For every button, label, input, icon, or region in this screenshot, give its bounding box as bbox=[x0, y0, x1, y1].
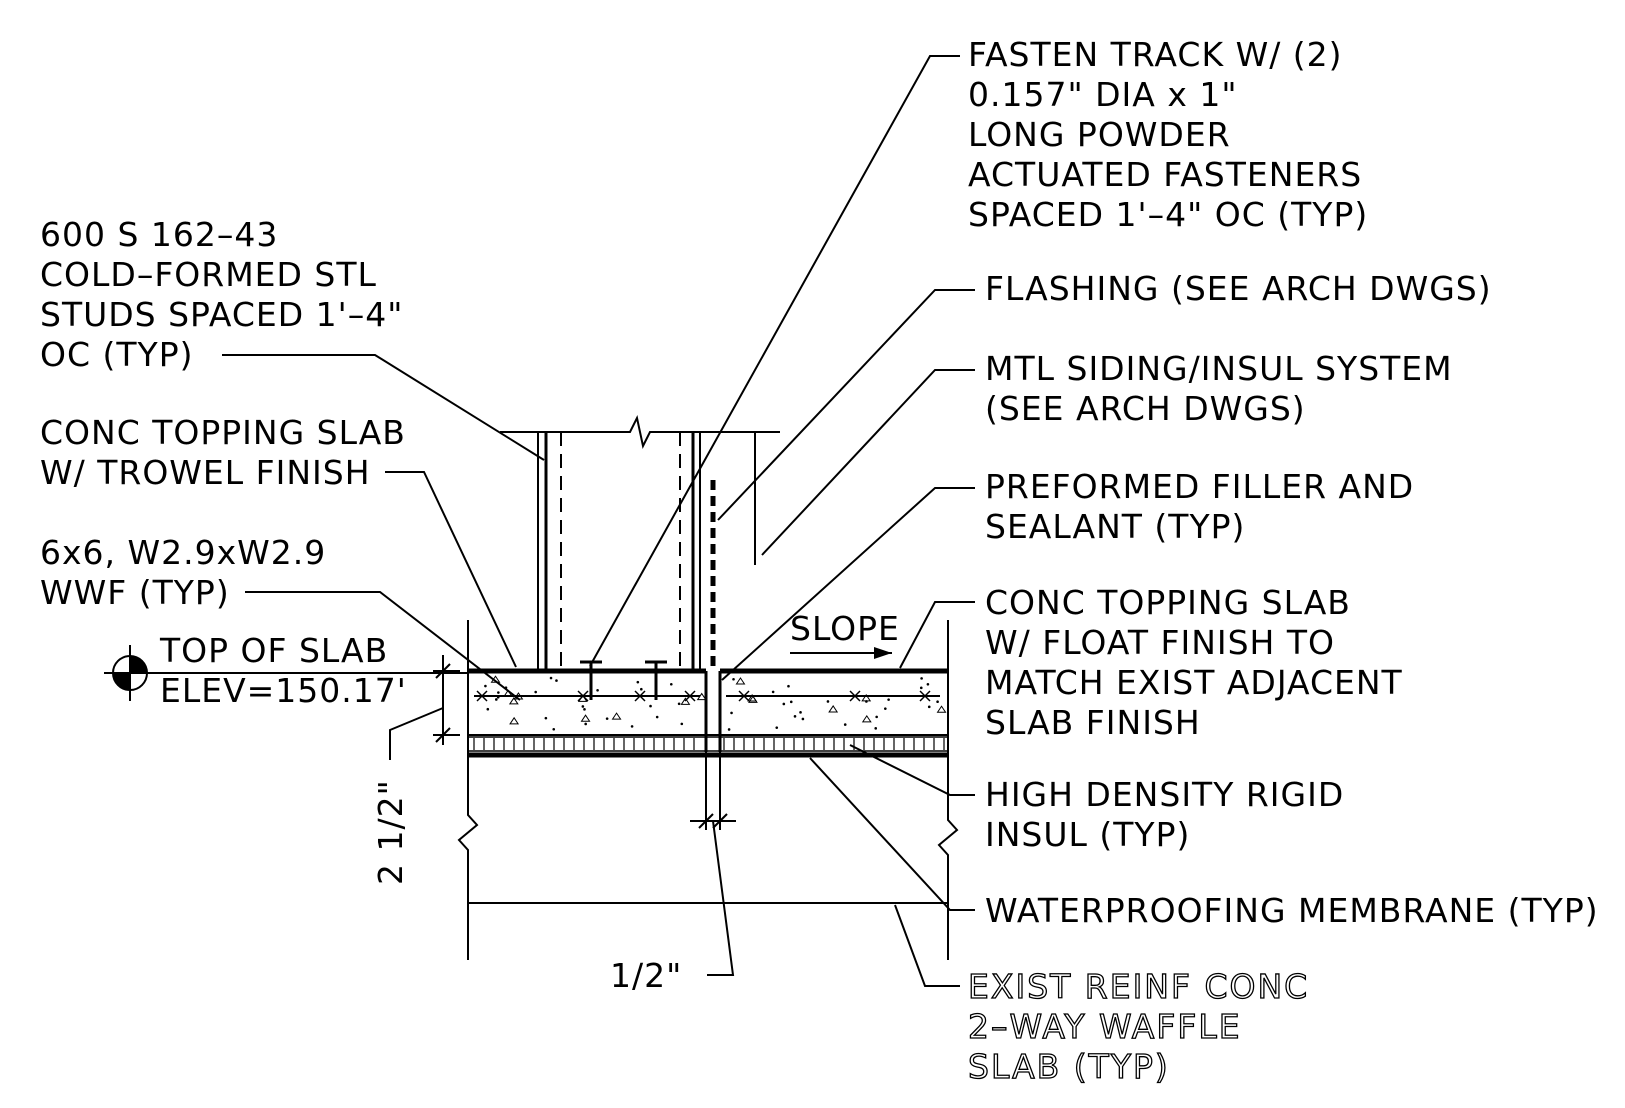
slope-label: SLOPE bbox=[790, 609, 900, 648]
concrete-stipple bbox=[484, 675, 947, 731]
slope-arrow-icon bbox=[790, 647, 892, 659]
gap-dimension bbox=[690, 752, 736, 976]
topping-float-label: CONC TOPPING SLAB W/ FLOAT FINISH TO MAT… bbox=[985, 583, 1414, 742]
filler-label: PREFORMED FILLER AND SEALANT (TYP) bbox=[985, 467, 1426, 546]
wwf-label: 6x6, W2.9xW2.9 WWF (TYP) bbox=[40, 533, 338, 612]
fasten-track-label: FASTEN TRACK W/ (2) 0.157" DIA x 1" LONG… bbox=[968, 35, 1374, 234]
elevation-value: ELEV=150.17' bbox=[160, 671, 407, 710]
elevation-marker-icon bbox=[104, 645, 468, 701]
flashing-label: FLASHING (SEE ARCH DWGS) bbox=[985, 269, 1492, 308]
labels: FASTEN TRACK W/ (2) 0.157" DIA x 1" LONG… bbox=[40, 35, 1599, 1087]
wall-break-line bbox=[500, 415, 780, 449]
thickness-dimension-label: 2 1/2" bbox=[371, 779, 410, 885]
gap-dimension-label: 1/2" bbox=[610, 956, 682, 995]
siding-label: MTL SIDING/INSUL SYSTEM (SEE ARCH DWGS) bbox=[985, 349, 1464, 428]
top-of-slab-label: TOP OF SLAB bbox=[159, 631, 388, 670]
exist-slab-right-edge bbox=[937, 620, 959, 960]
exist-slab-label: EXIST REINF CONC 2–WAY WAFFLE SLAB (TYP) bbox=[968, 967, 1322, 1086]
studs-label: 600 S 162–43 COLD–FORMED STL STUDS SPACE… bbox=[40, 215, 415, 374]
topping-trowel-label: CONC TOPPING SLAB W/ TROWEL FINISH bbox=[40, 413, 417, 492]
exist-slab-left-edge bbox=[457, 620, 479, 960]
waterproofing-label: WATERPROOFING MEMBRANE (TYP) bbox=[985, 891, 1599, 930]
leader-lines bbox=[222, 55, 975, 987]
insulation-label: HIGH DENSITY RIGID INSUL (TYP) bbox=[985, 775, 1356, 854]
rigid-insulation bbox=[467, 736, 949, 752]
thickness-dimension bbox=[389, 655, 460, 760]
insulation-hatch bbox=[473, 738, 945, 750]
